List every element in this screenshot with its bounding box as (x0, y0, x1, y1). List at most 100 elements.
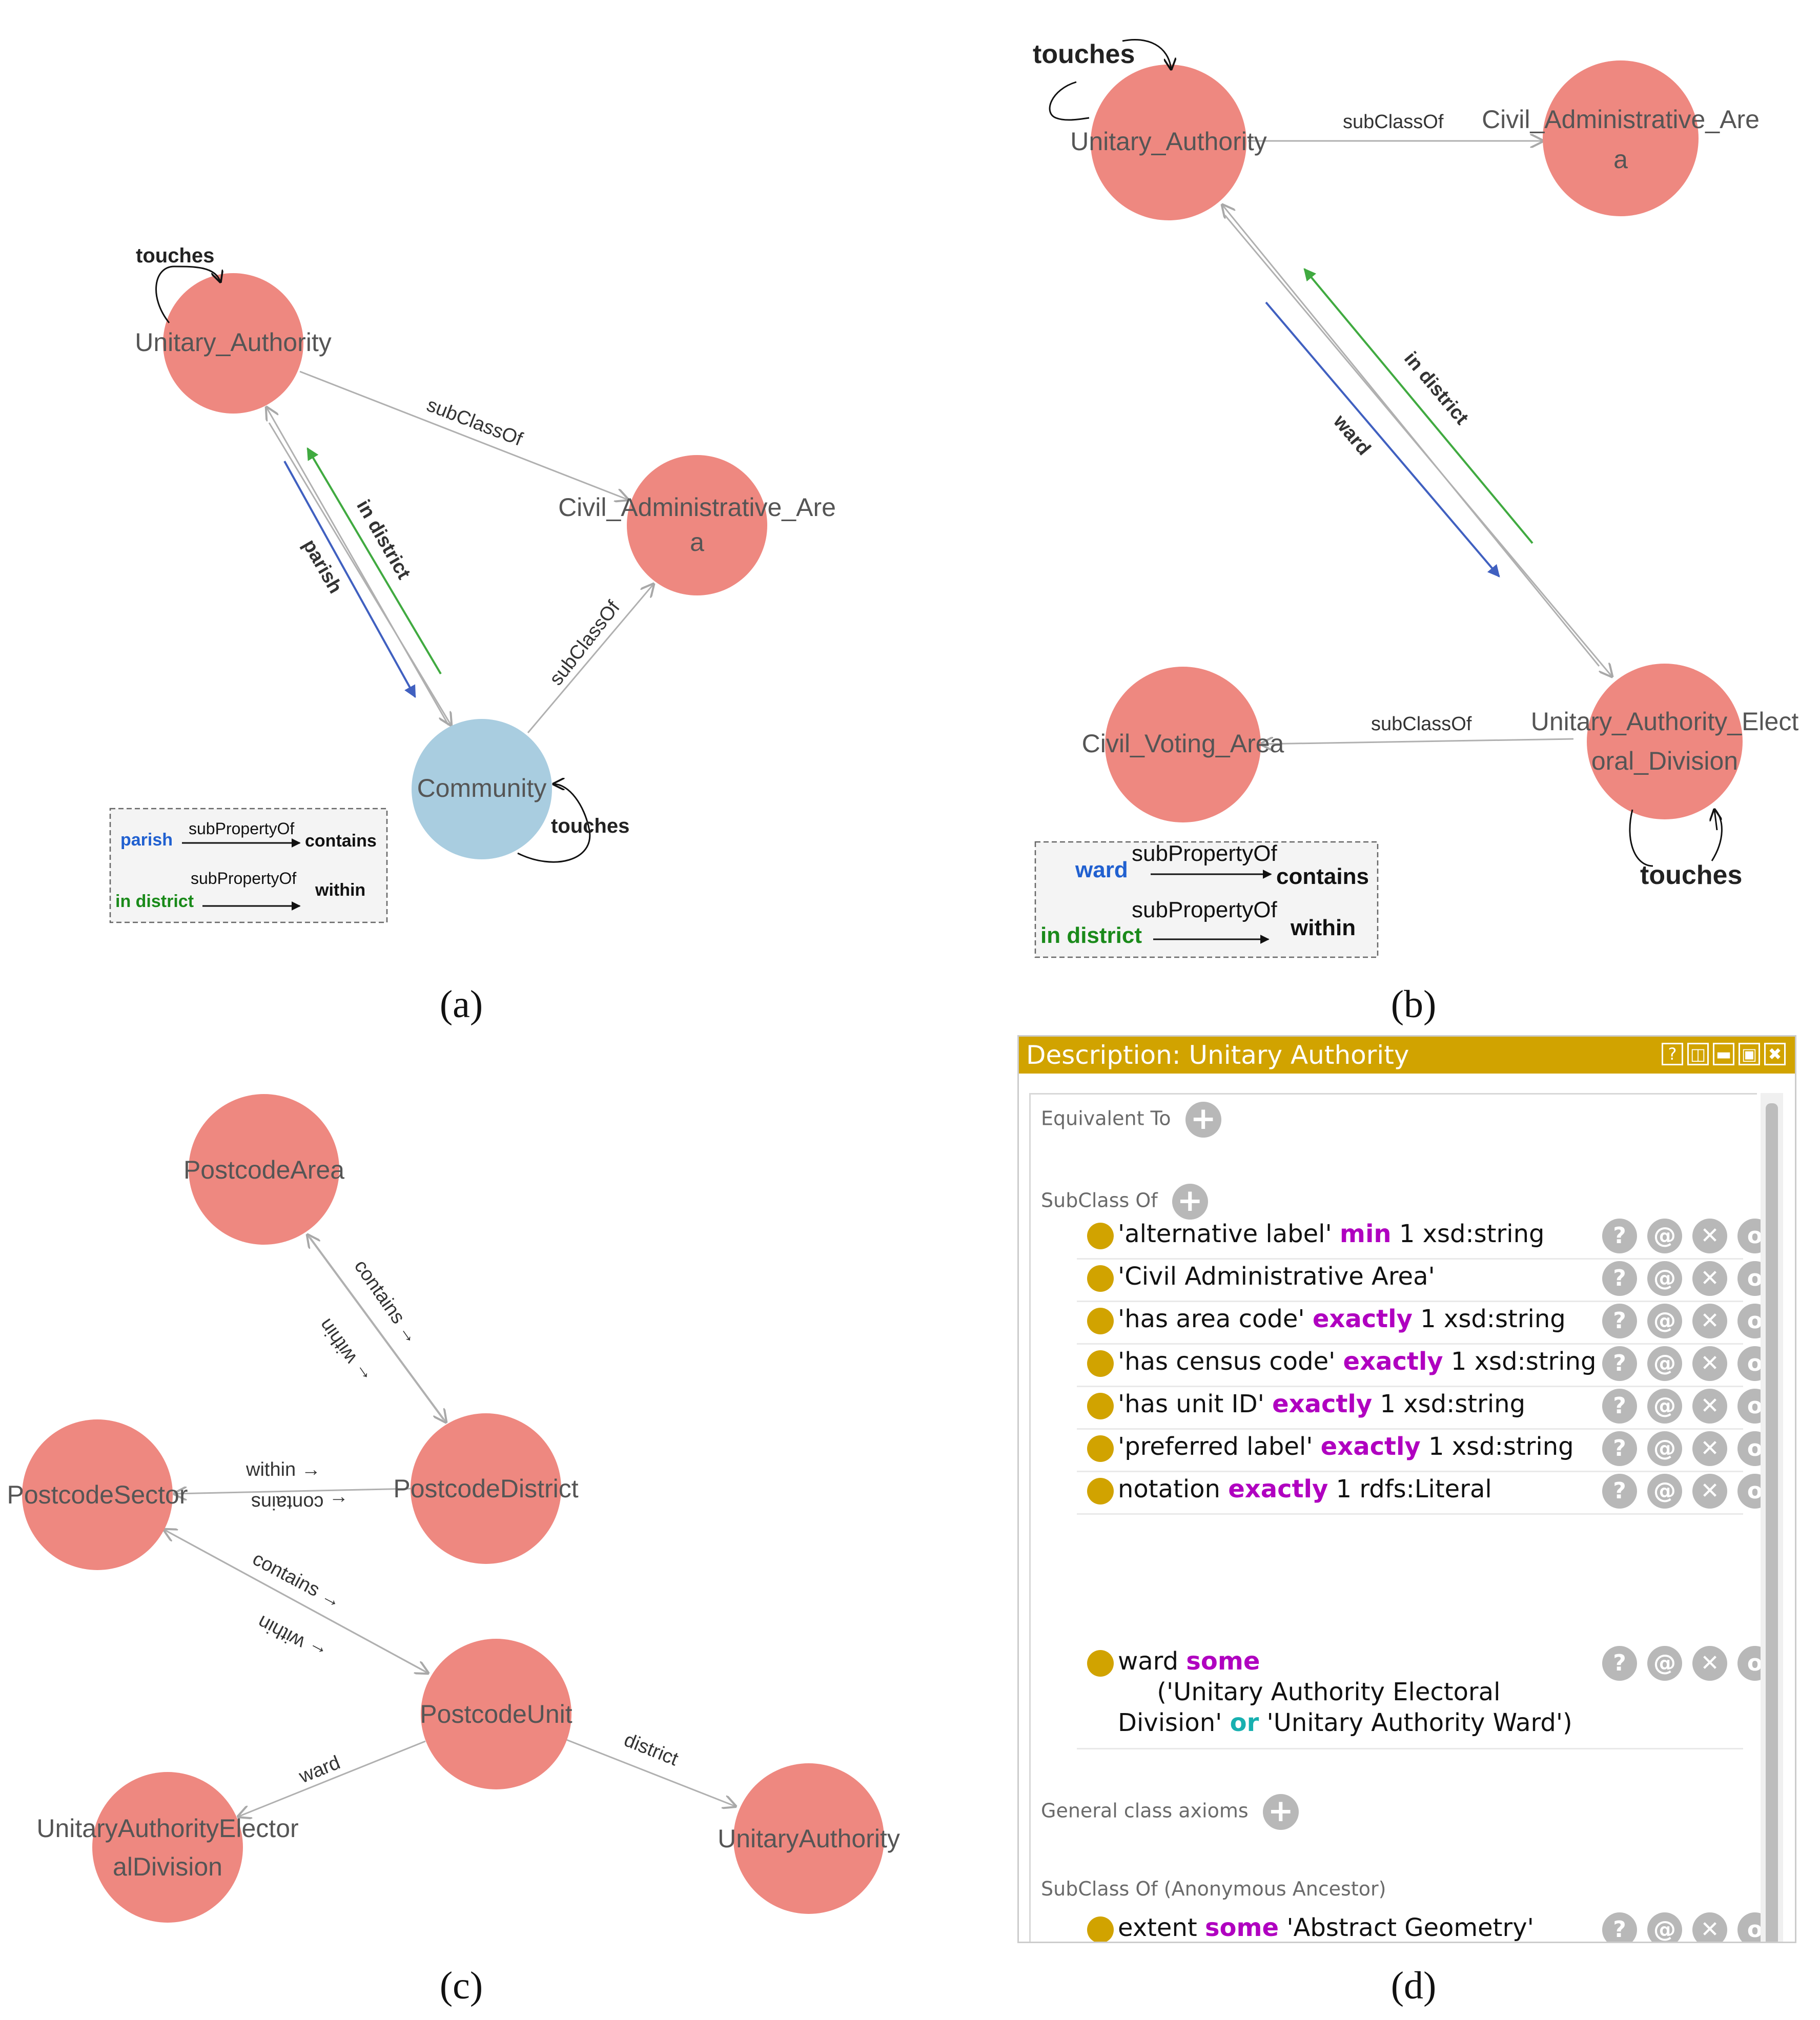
legend-box-a (109, 808, 388, 923)
caption-b: (b) (1391, 983, 1437, 1026)
delete-button[interactable]: ✕ (1692, 1261, 1727, 1296)
node-label-uaed-c-1: UnitaryAuthorityElector (36, 1814, 298, 1843)
node-civil-voting-area-b (1105, 667, 1261, 822)
explain-button[interactable]: ? (1602, 1431, 1637, 1466)
help-button[interactable]: ? (1662, 1043, 1683, 1065)
annotate-button[interactable]: @ (1647, 1474, 1682, 1509)
description-title-bar: Description: Unitary Authority ? ◫ ▬ ▣ ✖ (1019, 1037, 1795, 1074)
annotate-button[interactable]: @ (1647, 1346, 1682, 1381)
delete-button[interactable]: ✕ (1692, 1304, 1727, 1338)
legend-b-subprop-1: subPropertyOf (1132, 841, 1277, 866)
add-general-axiom-button[interactable]: + (1262, 1794, 1299, 1830)
explain-button[interactable]: ? (1602, 1389, 1637, 1424)
annotate-button[interactable]: @ (1647, 1304, 1682, 1338)
section-general-axioms-label: General class axioms (1041, 1799, 1249, 1822)
axiom-row[interactable]: 'has area code' exactly 1 xsd:string?@✕o (1077, 1301, 1772, 1345)
axiom-row[interactable]: notation exactly 1 rdfs:Literal?@✕o (1077, 1471, 1772, 1515)
node-postcode-unit-c (421, 1639, 571, 1789)
node-label-uaed-b-1: Unitary_Authority_Elect (1531, 707, 1799, 736)
edge-label-subclassof-a1: subClassOf (424, 394, 526, 450)
panel-a: subClassOf subClassOf in district parish… (109, 244, 836, 1026)
explain-button[interactable]: ? (1602, 1912, 1637, 1942)
explain-button[interactable]: ? (1602, 1474, 1637, 1509)
delete-button[interactable]: ✕ (1692, 1219, 1727, 1253)
annotate-button[interactable]: @ (1647, 1646, 1682, 1681)
close-button[interactable]: ✖ (1764, 1043, 1786, 1065)
ancestor-axiom-row[interactable]: extent some 'Abstract Geometry'?@✕o (1077, 1909, 1772, 1942)
minimize-button[interactable]: ▬ (1713, 1043, 1734, 1065)
node-label-civil-voting-b: Civil_Voting_Area (1082, 729, 1284, 758)
caption-c: (c) (440, 1964, 483, 2007)
add-subclass-button[interactable]: + (1172, 1184, 1208, 1220)
axiom-text: notation exactly 1 rdfs:Literal (1118, 1475, 1492, 1503)
explain-button[interactable]: ? (1602, 1261, 1637, 1296)
delete-button[interactable]: ✕ (1692, 1346, 1727, 1381)
edge-label-c-unit-contains: contains → (249, 1548, 345, 1613)
edge-label-subclassof-a2: subClassOf (545, 597, 624, 690)
node-label-uaed-b-2: oral_Division (1591, 747, 1738, 775)
axiom-dot-icon (1087, 1393, 1114, 1419)
edge-ua-community (268, 422, 451, 725)
legend-a-subprop-2: subPropertyOf (191, 869, 296, 888)
annotate-button[interactable]: @ (1647, 1431, 1682, 1466)
axiom-row[interactable]: 'Civil Administrative Area'?@✕o (1077, 1258, 1772, 1302)
axiom-row[interactable]: 'has census code' exactly 1 xsd:string?@… (1077, 1343, 1772, 1387)
axiom-dot-icon (1087, 1650, 1114, 1677)
touches-label-ua-b: touches (1033, 39, 1135, 69)
legend-a-contains: contains (305, 831, 377, 851)
node-unitary-authority-c (733, 1763, 884, 1914)
annotate-button[interactable]: @ (1647, 1261, 1682, 1296)
explain-button[interactable]: ? (1602, 1646, 1637, 1681)
split-view-button[interactable]: ◫ (1687, 1043, 1709, 1065)
axiom-row[interactable]: 'has unit ID' exactly 1 xsd:string?@✕o (1077, 1386, 1772, 1430)
delete-button[interactable]: ✕ (1692, 1912, 1727, 1942)
axiom-row[interactable]: 'alternative label' min 1 xsd:string?@✕o (1077, 1215, 1772, 1260)
axiom-buttons: ?@✕o (1602, 1431, 1772, 1466)
edge-in-district-a (306, 447, 442, 675)
legend-b-ward: ward (1075, 857, 1128, 882)
edge-b-voting-subclassof-uaed (1261, 739, 1574, 744)
annotate-button[interactable]: @ (1647, 1912, 1682, 1942)
axiom-buttons: ?@✕o (1602, 1474, 1772, 1509)
edge-b-ua-uaed (1224, 215, 1612, 676)
axiom-dot-icon (1087, 1308, 1114, 1334)
axiom-row[interactable]: 'preferred label' exactly 1 xsd:string?@… (1077, 1428, 1772, 1472)
scrollbar-thumb[interactable] (1766, 1103, 1778, 1942)
delete-button[interactable]: ✕ (1692, 1646, 1727, 1681)
node-postcode-district-c (411, 1413, 561, 1564)
axiom-text: extent some 'Abstract Geometry' (1118, 1913, 1534, 1942)
edge-label-c-area-within: ← within (315, 1314, 375, 1388)
touches-arrow-uaed-b (1714, 810, 1717, 831)
axiom-row-ward[interactable]: ward some ('Unitary Authority Electoral … (1077, 1643, 1772, 1749)
touches-label-uaed-b: touches (1640, 860, 1742, 890)
axiom-dot-icon (1087, 1265, 1114, 1292)
explain-button[interactable]: ? (1602, 1346, 1637, 1381)
legend-b-contains: contains (1276, 864, 1369, 889)
vertical-scrollbar[interactable] (1761, 1093, 1783, 1942)
annotate-button[interactable]: @ (1647, 1389, 1682, 1424)
explain-button[interactable]: ? (1602, 1304, 1637, 1338)
section-equivalent-to: Equivalent To + (1041, 1102, 1221, 1138)
delete-button[interactable]: ✕ (1692, 1474, 1727, 1509)
legend-b-subprop-2: subPropertyOf (1132, 897, 1277, 922)
section-anonymous-ancestor-label: SubClass Of (Anonymous Ancestor) (1041, 1878, 1386, 1900)
touches-loop-community-a (517, 784, 591, 863)
delete-button[interactable]: ✕ (1692, 1431, 1727, 1466)
node-label-unitary-authority-a: Unitary_Authority (135, 328, 332, 357)
maximize-button[interactable]: ▣ (1739, 1043, 1760, 1065)
delete-button[interactable]: ✕ (1692, 1389, 1727, 1424)
edge-label-c-sector-contains: ← contains (251, 1492, 349, 1513)
add-equivalent-button[interactable]: + (1185, 1102, 1221, 1138)
axiom-dot-icon (1087, 1435, 1114, 1462)
edge-community-subclassof-civil (527, 584, 653, 733)
annotate-button[interactable]: @ (1647, 1219, 1682, 1253)
explain-button[interactable]: ? (1602, 1219, 1637, 1253)
edge-label-c-unit-within: ← within (254, 1611, 330, 1665)
node-unitary-authority-a (163, 273, 303, 414)
edge-c-district-area (308, 1235, 444, 1420)
legend-a-within: within (315, 880, 365, 900)
edge-label-subclassof-b1: subClassOf (1343, 111, 1444, 133)
axiom-dot-icon (1087, 1223, 1114, 1249)
axiom-buttons: ?@✕o (1602, 1261, 1772, 1296)
